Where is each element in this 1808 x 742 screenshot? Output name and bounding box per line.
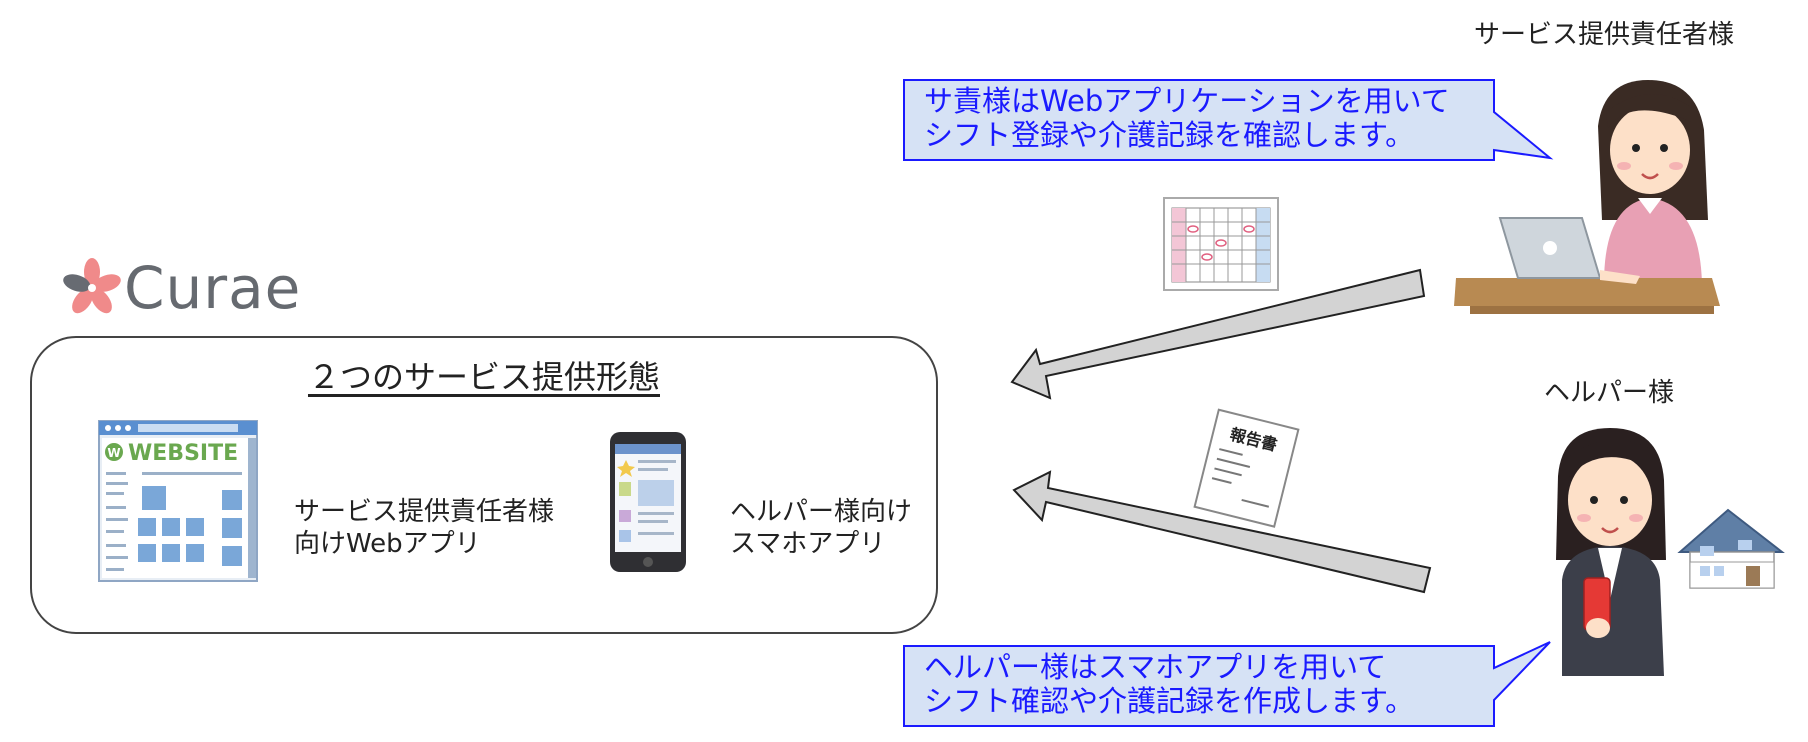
- helper-callout-text: ヘルパー様はスマホアプリを用いて シフト確認や介護記録を作成します。: [924, 650, 1414, 718]
- mobile-app-label-line2: スマホアプリ: [730, 529, 886, 559]
- manager-callout-line2: シフト登録や介護記録を確認します。: [924, 118, 1415, 152]
- website-illustration-icon: W WEBSITE: [98, 420, 258, 582]
- manager-person-icon: [1454, 80, 1720, 314]
- helper-speech-bubble: [903, 641, 1551, 727]
- website-icon-text: WEBSITE: [128, 441, 238, 466]
- svg-text:W: W: [107, 446, 120, 460]
- mobile-app-label-line1: ヘルパー様向け: [730, 497, 913, 527]
- manager-callout-text: サ責様はWebアプリケーションを用いて シフト登録や介護記録を確認します。: [924, 84, 1450, 152]
- helper-person-icon: [1556, 428, 1666, 676]
- house-icon: [1677, 508, 1785, 589]
- shift-calendar-icon: [1163, 197, 1279, 291]
- curae-logo: Curae: [62, 254, 302, 322]
- manager-role-label: サービス提供責任者様: [1474, 20, 1735, 50]
- service-forms-title: ２つのサービス提供形態: [307, 358, 660, 396]
- mobile-app-label: ヘルパー様向け スマホアプリ: [730, 496, 912, 560]
- helper-role-label: ヘルパー様: [1544, 378, 1675, 408]
- manager-to-system-arrow: [1010, 268, 1426, 400]
- web-app-label: サービス提供責任者様 向けWebアプリ: [294, 496, 554, 560]
- care-report-icon: 報告書: [1193, 408, 1300, 528]
- web-app-label-line2: 向けWebアプリ: [294, 529, 481, 559]
- helper-to-system-arrow: [1012, 470, 1432, 594]
- service-forms-box: ２つのサービス提供形態 W WEBSITE サービス提供責任者様 向けWebアプ…: [30, 336, 938, 634]
- helper-callout-line1: ヘルパー様はスマホアプリを用いて: [924, 650, 1387, 684]
- brand-name: Curae: [124, 254, 302, 322]
- manager-callout-line1: サ責様はWebアプリケーションを用いて: [924, 84, 1450, 118]
- smartphone-illustration-icon: [610, 432, 686, 572]
- helper-callout-line2: シフト確認や介護記録を作成します。: [924, 684, 1415, 718]
- web-app-label-line1: サービス提供責任者様: [294, 497, 555, 527]
- manager-speech-bubble: [903, 79, 1554, 161]
- sakura-flower-icon: [63, 258, 121, 314]
